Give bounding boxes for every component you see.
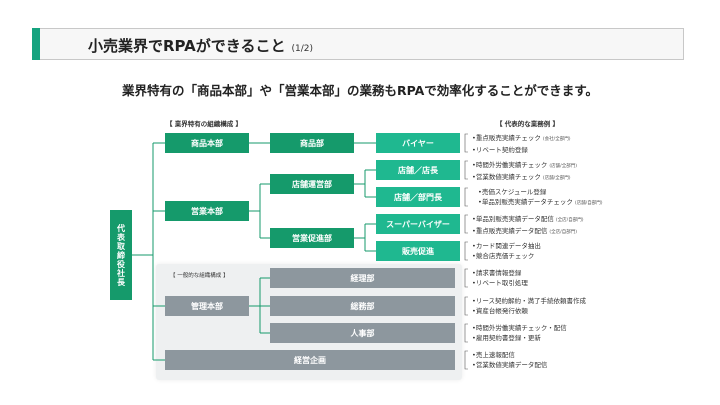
headline: 業界特有の「商品本部」や「営業本部」の業務もRPAで効率化することができます。 bbox=[121, 83, 599, 98]
task-item: •売価スケジュール登録 bbox=[478, 188, 547, 196]
general-structure-label: 【 一般的な組織構成 】 bbox=[170, 273, 229, 279]
page-indicator: (1/2) bbox=[291, 44, 313, 54]
general-affairs-dept-box: 総務部 bbox=[270, 296, 455, 316]
task-item: •重点販売実績データ配信 (全店/自部門) bbox=[472, 227, 577, 235]
store-ops-dept-box: 店舗運営部 bbox=[270, 174, 354, 194]
task-item: •競合店売価チェック bbox=[472, 252, 535, 260]
task-item: •時間外労働実績チェック (店舗/全部門) bbox=[472, 161, 577, 169]
corporate-planning-box: 経営企画 bbox=[165, 350, 455, 370]
sales-hq-box: 営業本部 bbox=[165, 201, 249, 221]
task-item: •単品別販売実績データ配信 (全店/自部門) bbox=[472, 215, 584, 223]
task-item: •請求書情報登録 bbox=[472, 269, 522, 277]
page-title-text: 小売業界でRPAができること bbox=[88, 37, 286, 55]
task-item: •時間外労働実績チェック・配信 bbox=[472, 324, 567, 332]
merchandising-dept-box: 商品部 bbox=[270, 133, 354, 153]
task-list-supervisor: •単品別販売実績データ配信 (全店/自部門) •重点販売実績データ配信 (全店/… bbox=[472, 214, 583, 238]
task-item: •リース契約解約・満了手続依頼書作成 bbox=[472, 297, 587, 305]
examples-label: 【 代表的な業務例 】 bbox=[496, 120, 560, 128]
merchandising-hq-box: 商品本部 bbox=[165, 133, 249, 153]
store-manager-box: 店舗／店長 bbox=[376, 160, 460, 180]
title-accent-bar bbox=[32, 28, 40, 60]
sales-promo-box: 販売促進 bbox=[376, 241, 460, 261]
title-bar bbox=[32, 28, 684, 60]
task-item: •リベート取引処理 bbox=[472, 279, 528, 287]
task-item: •営業数値実績チェック (店舗/全部門) bbox=[472, 173, 571, 181]
ceo-box: 代表取締役社長 bbox=[110, 210, 132, 300]
buyer-box: バイヤー bbox=[376, 133, 460, 153]
task-list-corporate-planning: •売上速報配信 •営業数値実績データ配信 bbox=[472, 350, 547, 370]
task-item: •営業数値実績データ配信 bbox=[472, 361, 548, 369]
task-list-sales-promo: •カード関連データ抽出 •競合店売価チェック bbox=[472, 241, 541, 261]
task-item: •リベート契約登録 bbox=[472, 146, 528, 154]
admin-hq-box: 管理本部 bbox=[165, 296, 249, 316]
hr-dept-box: 人事部 bbox=[270, 323, 455, 343]
accounting-dept-box: 経理部 bbox=[270, 268, 455, 288]
task-list-accounting: •請求書情報登録 •リベート取引処理 bbox=[472, 268, 528, 288]
task-item: •資産台帳発行依頼 bbox=[472, 307, 528, 315]
task-item: •カード関連データ抽出 bbox=[472, 242, 541, 250]
task-item: •売上速報配信 bbox=[472, 351, 515, 359]
task-list-store-dept-manager: •売価スケジュール登録 •単品別販売実績データチェック (店舗/自部門) bbox=[478, 187, 602, 209]
task-item: •雇用契約書登録・更新 bbox=[472, 334, 541, 342]
task-list-hr: •時間外労働実績チェック・配信 •雇用契約書登録・更新 bbox=[472, 323, 567, 343]
task-list-buyer: •重点販売実績チェック (会社/全部門) •リベート契約登録 bbox=[472, 133, 570, 155]
supervisor-box: スーパーバイザー bbox=[376, 214, 460, 234]
store-dept-manager-box: 店舗／部門長 bbox=[376, 187, 460, 207]
task-item: •単品別販売実績データチェック (店舗/自部門) bbox=[478, 198, 603, 206]
task-list-store-manager: •時間外労働実績チェック (店舗/全部門) •営業数値実績チェック (店舗/全部… bbox=[472, 160, 577, 184]
sales-promo-dept-box: 営業促進部 bbox=[270, 228, 354, 248]
task-item: •重点販売実績チェック (会社/全部門) bbox=[472, 134, 571, 142]
page-title: 小売業界でRPAができること (1/2) bbox=[88, 35, 313, 56]
task-list-general-affairs: •リース契約解約・満了手続依頼書作成 •資産台帳発行依頼 bbox=[472, 296, 586, 316]
industry-structure-label: 【 業界特有の組織構成 】 bbox=[166, 120, 243, 128]
